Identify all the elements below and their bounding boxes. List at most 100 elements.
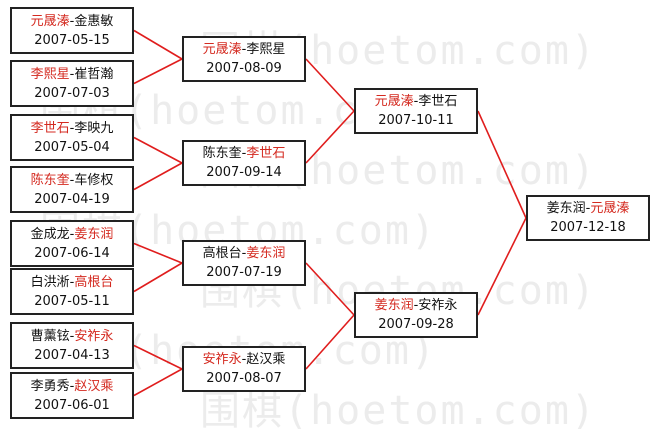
player-name: 姜东润 — [246, 246, 286, 261]
separator: - — [69, 226, 75, 242]
match-date: 2007-08-09 — [206, 61, 282, 76]
match-date: 2007-05-11 — [34, 293, 110, 309]
connector-line — [133, 58, 183, 85]
connector-line — [305, 110, 355, 164]
match-players: 李勇秀-赵汉乘 — [12, 377, 132, 396]
connector-line — [133, 344, 183, 370]
connector-line — [305, 58, 355, 112]
match-box-r1m4: 陈东奎-车修权 2007-04-19 — [10, 166, 134, 213]
match-players: 李世石-李映九 — [12, 119, 132, 138]
match-players: 曹薰铉-安祚永 — [12, 327, 132, 346]
match-box-r2m2: 陈东奎-李世石 2007-09-14 — [182, 140, 306, 186]
separator: - — [69, 66, 75, 82]
match-date: 2007-06-14 — [34, 245, 110, 261]
separator: - — [69, 172, 75, 188]
connector-line — [305, 262, 355, 316]
player-name: 高根台 — [74, 274, 114, 290]
match-date: 2007-05-15 — [34, 32, 110, 48]
separator: - — [69, 13, 75, 29]
connector-line — [133, 242, 183, 264]
player-name: 姜东润 — [74, 226, 114, 242]
player-name: 陈东奎 — [30, 172, 70, 188]
match-date: 2007-12-18 — [550, 220, 626, 235]
player-name: 金惠敏 — [74, 13, 114, 29]
match-date: 2007-07-03 — [34, 85, 110, 101]
match-date: 2007-07-19 — [206, 265, 282, 280]
player-name: 李熙星 — [30, 66, 70, 82]
player-name: 赵汉乘 — [74, 378, 114, 394]
match-date: 2007-04-13 — [34, 347, 110, 363]
connector-line — [133, 136, 183, 164]
match-date: 2007-09-28 — [378, 317, 454, 332]
connector-line — [477, 110, 527, 219]
separator: - — [413, 94, 419, 109]
match-players: 姜东润-安祚永 — [356, 296, 476, 315]
match-box-final: 姜东润-元晟溱 2007-12-18 — [526, 195, 650, 241]
separator: - — [241, 146, 247, 161]
player-name: 李世石 — [30, 120, 70, 136]
match-players: 安祚永-赵汉乘 — [184, 350, 304, 369]
match-players: 白洪淅-高根台 — [12, 273, 132, 292]
player-name: 高根台 — [202, 246, 242, 261]
separator: - — [69, 274, 75, 290]
player-name: 安祚永 — [74, 328, 114, 344]
player-name: 赵汉乘 — [246, 352, 286, 367]
player-name: 陈东奎 — [202, 146, 242, 161]
match-players: 姜东润-元晟溱 — [528, 199, 648, 218]
match-date: 2007-08-07 — [206, 371, 282, 386]
player-name: 元晟溱 — [374, 94, 414, 109]
player-name: 安祚永 — [418, 298, 458, 313]
connector-line — [133, 29, 183, 60]
player-name: 车修权 — [74, 172, 114, 188]
separator: - — [413, 298, 419, 313]
match-players: 元晟溱-李世石 — [356, 92, 476, 111]
connector-line — [133, 262, 183, 293]
player-name: 元晟溱 — [590, 201, 630, 216]
player-name: 白洪淅 — [30, 274, 70, 290]
separator: - — [241, 352, 247, 367]
connector-line — [477, 217, 527, 316]
match-date: 2007-06-01 — [34, 397, 110, 413]
match-date: 2007-05-04 — [34, 139, 110, 155]
connector-line — [305, 314, 355, 370]
player-name: 姜东润 — [546, 201, 586, 216]
separator: - — [69, 120, 75, 136]
match-date: 2007-04-19 — [34, 191, 110, 207]
separator: - — [69, 378, 75, 394]
player-name: 崔哲瀚 — [74, 66, 114, 82]
match-box-r3m2: 姜东润-安祚永 2007-09-28 — [354, 292, 478, 338]
player-name: 李世石 — [418, 94, 458, 109]
player-name: 元晟溱 — [30, 13, 70, 29]
match-players: 金成龙-姜东润 — [12, 225, 132, 244]
player-name: 李勇秀 — [30, 378, 70, 394]
player-name: 李熙星 — [246, 42, 286, 57]
connector-line — [133, 162, 183, 191]
match-players: 高根台-姜东润 — [184, 244, 304, 263]
separator: - — [241, 42, 247, 57]
match-players: 李熙星-崔哲瀚 — [12, 65, 132, 84]
player-name: 李世石 — [246, 146, 286, 161]
player-name: 李映九 — [74, 120, 114, 136]
match-players: 陈东奎-李世石 — [184, 144, 304, 163]
separator: - — [585, 201, 591, 216]
match-box-r2m4: 安祚永-赵汉乘 2007-08-07 — [182, 346, 306, 392]
match-date: 2007-09-14 — [206, 165, 282, 180]
connector-line — [133, 368, 183, 397]
match-box-r2m3: 高根台-姜东润 2007-07-19 — [182, 240, 306, 286]
player-name: 曹薰铉 — [30, 328, 70, 344]
separator: - — [241, 246, 247, 261]
player-name: 姜东润 — [374, 298, 414, 313]
match-players: 元晟溱-金惠敏 — [12, 12, 132, 31]
separator: - — [69, 328, 75, 344]
player-name: 安祚永 — [202, 352, 242, 367]
